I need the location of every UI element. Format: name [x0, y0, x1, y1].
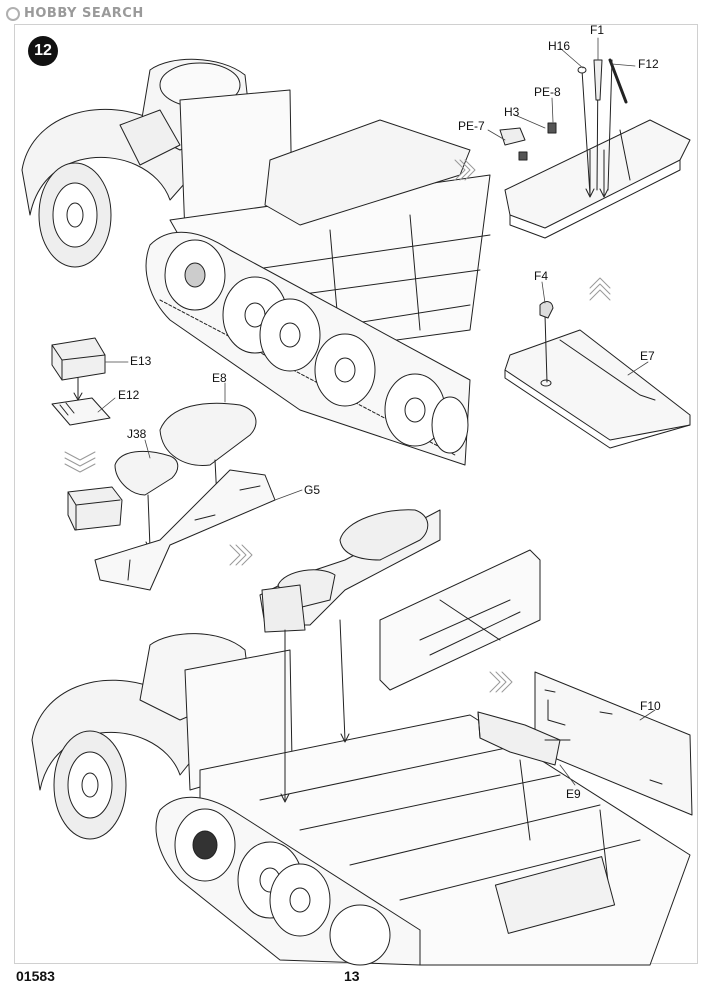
- part-label-f12: F12: [638, 57, 659, 71]
- rear-panel-upper-assembly: [499, 58, 691, 239]
- leader-lines: [97, 37, 656, 786]
- part-label-e13: E13: [130, 354, 152, 368]
- part-label-e9: E9: [566, 787, 581, 801]
- page-number: 13: [344, 968, 360, 984]
- product-code: 01583: [16, 968, 55, 984]
- upper-vehicle-view: [21, 58, 491, 466]
- watermark-logo-icon: [6, 6, 20, 21]
- f10-e9-parts: [477, 671, 693, 816]
- hobby-search-watermark: HOBBY SEARCH: [6, 6, 144, 21]
- part-label-pe8: PE-8: [534, 85, 561, 99]
- part-label-e7: E7: [640, 349, 655, 363]
- part-label-e12: E12: [118, 388, 140, 402]
- part-label-f1: F1: [590, 23, 605, 37]
- part-label-f10: F10: [640, 699, 661, 713]
- part-label-g5: G5: [304, 483, 321, 497]
- part-label-j38: J38: [127, 427, 147, 441]
- watermark-text: HOBBY SEARCH: [24, 6, 144, 21]
- lower-vehicle-view: [31, 509, 691, 966]
- part-label-h16: H16: [548, 39, 571, 53]
- part-label-h3: H3: [504, 105, 520, 119]
- part-label-e8: E8: [212, 371, 227, 385]
- part-label-f4: F4: [534, 269, 549, 283]
- flow-arrows: [229, 159, 611, 693]
- e7-panel-assembly: [504, 301, 691, 449]
- seat-box-parts-group: [51, 337, 276, 591]
- part-label-pe7: PE-7: [458, 119, 485, 133]
- step-number-badge: 12: [28, 36, 58, 66]
